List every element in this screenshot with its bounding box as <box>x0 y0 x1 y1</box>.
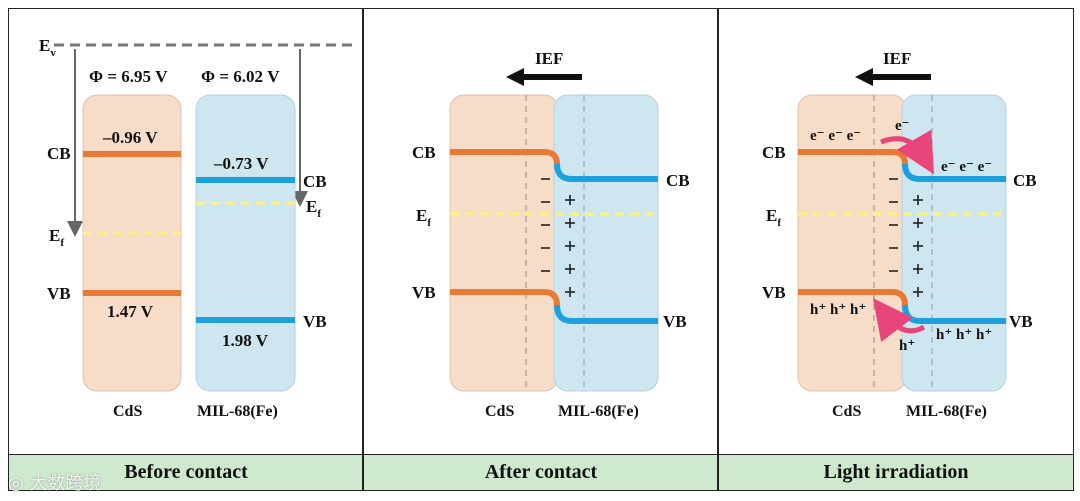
panel-light-irradiation: IEF <box>719 9 1073 490</box>
cds-fermi-label: Ef <box>49 226 64 249</box>
cds-cb-value: –0.96 V <box>102 128 158 147</box>
figure-frame: Ev Φ = 6.95 V Φ = 6.02 V CB VB Ef CB VB … <box>8 8 1074 491</box>
positive-charges <box>565 195 575 297</box>
cds-holes: h⁺ h⁺ h⁺ <box>810 302 866 318</box>
mil-vb-label: VB <box>663 312 687 331</box>
panel-after-contact: IEF <box>364 9 718 490</box>
after-contact-diagram: IEF <box>412 49 690 420</box>
vacuum-level-label: Ev <box>39 36 56 59</box>
panel-before-contact: Ev Φ = 6.95 V Φ = 6.02 V CB VB Ef CB VB … <box>9 9 363 490</box>
caption-before-contact: Before contact <box>9 454 363 490</box>
negative-charges <box>889 178 898 272</box>
mil-block <box>553 94 659 392</box>
cds-vb-label: VB <box>412 283 436 302</box>
ief-label: IEF <box>535 49 563 68</box>
cds-vb-label: VB <box>47 284 71 303</box>
mil-electrons: e⁻ e⁻ e⁻ <box>941 159 992 175</box>
electron-transfer-arrow <box>880 129 935 175</box>
cds-valence-band <box>450 289 560 306</box>
mil-cb-label: CB <box>303 172 327 191</box>
cds-cb-label: CB <box>47 144 71 163</box>
mil-conduction-band <box>554 163 658 182</box>
ief-arrow <box>855 68 931 86</box>
cds-material-label: CdS <box>113 403 142 420</box>
mil-material-label: MIL-68(Fe) <box>558 403 639 420</box>
cds-conduction-band <box>450 149 560 165</box>
cds-cb-label: CB <box>762 143 786 162</box>
transferred-hole: h⁺ <box>899 338 915 354</box>
cds-cb-label: CB <box>412 143 436 162</box>
mil-cb-label: CB <box>1013 171 1037 190</box>
ief-arrow <box>506 68 582 86</box>
mil-vb-label: VB <box>1009 312 1033 331</box>
mil-cb-value: –0.73 V <box>213 154 269 173</box>
ief-label: IEF <box>883 49 911 68</box>
cds-work-function-label: Φ = 6.95 V <box>89 67 168 86</box>
watermark: ◎ 大数跨境 <box>8 469 101 495</box>
cds-material-label: CdS <box>832 403 861 420</box>
transferred-electron: e⁻ <box>895 118 910 134</box>
fermi-label: Ef <box>416 206 431 229</box>
mil-valence-band <box>554 304 658 324</box>
cds-block <box>82 94 182 392</box>
mil-holes: h⁺ h⁺ h⁺ <box>936 327 992 343</box>
cds-material-label: CdS <box>485 403 514 420</box>
light-irradiation-diagram: IEF <box>762 49 1037 420</box>
mil-fermi-label: Ef <box>306 197 321 220</box>
cds-vb-label: VB <box>762 283 786 302</box>
watermark-icon: ◎ <box>8 473 30 494</box>
panel-divider <box>362 9 364 490</box>
fermi-label: Ef <box>766 206 781 229</box>
hole-transfer-arrow <box>872 298 926 343</box>
mil-material-label: MIL-68(Fe) <box>906 403 987 420</box>
caption-light-irradiation: Light irradiation <box>719 454 1073 490</box>
watermark-text: 大数跨境 <box>29 473 102 494</box>
mil-vb-label: VB <box>303 312 327 331</box>
panel-divider <box>717 9 719 490</box>
mil-work-function-label: Φ = 6.02 V <box>201 67 280 86</box>
negative-charges <box>541 178 550 272</box>
cds-vb-value: 1.47 V <box>107 302 154 321</box>
mil-vb-value: 1.98 V <box>222 331 269 350</box>
positive-charges <box>913 195 923 297</box>
before-contact-diagram: Ev Φ = 6.95 V Φ = 6.02 V CB VB Ef CB VB … <box>39 36 354 420</box>
cds-electrons: e⁻ e⁻ e⁻ <box>810 128 861 144</box>
caption-after-contact: After contact <box>364 454 718 490</box>
cds-block <box>449 94 559 392</box>
mil-material-label: MIL-68(Fe) <box>197 403 278 420</box>
mil-cb-label: CB <box>666 171 690 190</box>
